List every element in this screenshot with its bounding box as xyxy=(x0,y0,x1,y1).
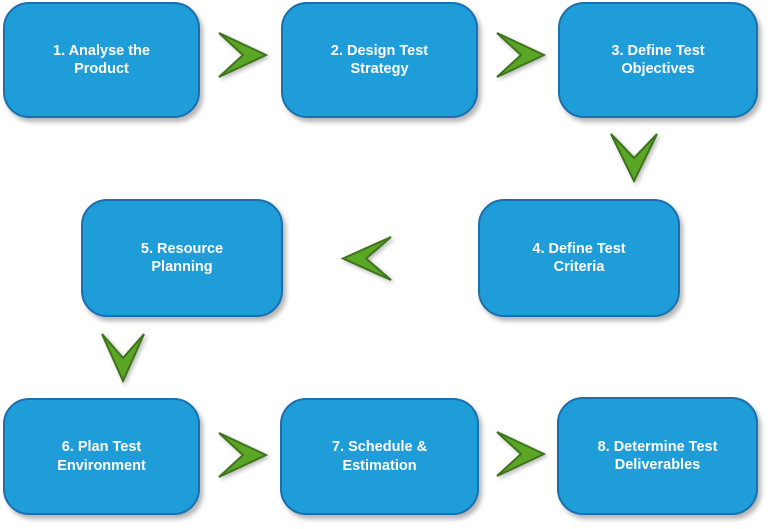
step-label-line: 5. Resource xyxy=(140,240,224,257)
step-label-line: Product xyxy=(74,61,129,77)
step-label-line: Criteria xyxy=(553,259,605,275)
step-box-schedule-estimation: 7. Schedule & Estimation xyxy=(280,398,479,515)
chevron-down-icon xyxy=(610,133,658,183)
step-box-design-test-strategy: 2. Design Test Strategy xyxy=(281,2,478,118)
chevron-right-icon xyxy=(496,32,546,78)
step-label-line: 7. Schedule & xyxy=(331,439,428,455)
step-label-line: 8. Determine Test xyxy=(597,438,718,455)
step-label-line: 3. Define Test xyxy=(611,42,705,59)
step-label-line: 6. Plan Test xyxy=(61,439,142,455)
step-label-line: Objectives xyxy=(621,61,695,77)
step-label-line: Strategy xyxy=(350,61,409,77)
step-label-line: Deliverables xyxy=(614,457,701,473)
chevron-right-icon xyxy=(218,432,268,478)
step-box-plan-test-environment: 6. Plan Test Environment xyxy=(3,398,200,515)
step-label-line: 4. Define Test xyxy=(532,240,626,257)
chevron-right-icon xyxy=(218,32,268,78)
step-label-line: 1. Analyse the xyxy=(53,42,150,59)
step-label-line: 2. Design Test xyxy=(330,42,429,59)
step-box-analyse-product: 1. Analyse the Product xyxy=(3,2,200,118)
step-box-resource-planning: 5. Resource Planning xyxy=(81,199,283,317)
step-label-line: Planning xyxy=(151,259,213,275)
step-box-define-test-objectives: 3. Define Test Objectives xyxy=(558,2,758,118)
chevron-right-icon xyxy=(496,431,546,477)
step-box-determine-test-deliverables: 8. Determine Test Deliverables xyxy=(557,397,758,515)
chevron-down-icon xyxy=(101,333,145,383)
chevron-left-icon xyxy=(340,236,392,281)
step-label-line: Environment xyxy=(57,457,146,474)
step-label-line: Estimation xyxy=(342,457,417,474)
step-box-define-test-criteria: 4. Define Test Criteria xyxy=(478,199,680,317)
